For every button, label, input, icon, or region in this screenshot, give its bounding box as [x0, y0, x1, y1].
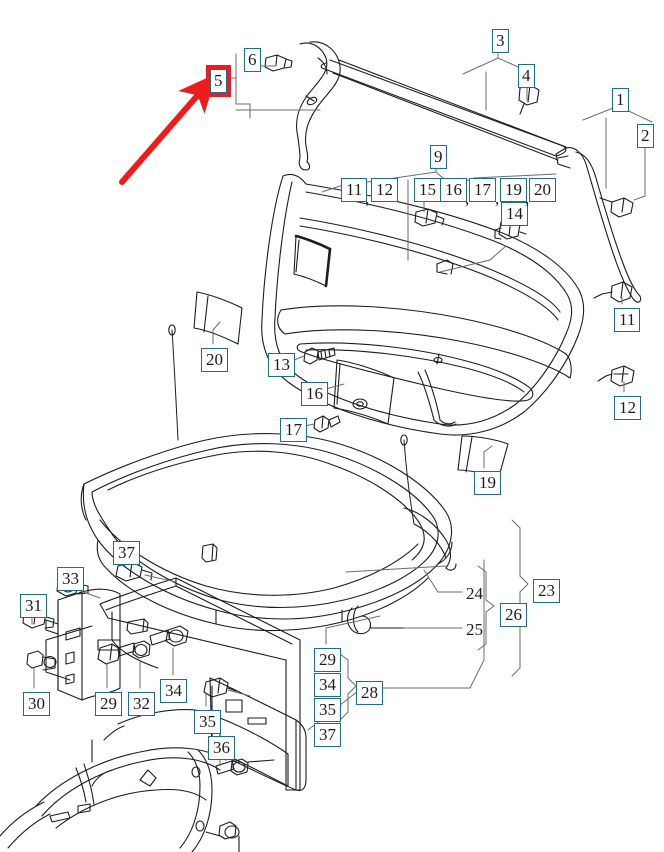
- callout-label-11[interactable]: 11: [614, 308, 641, 332]
- callout-label-17[interactable]: 17: [469, 178, 496, 202]
- callout-label-3[interactable]: 3: [492, 29, 509, 53]
- callout-label-23[interactable]: 23: [533, 579, 560, 603]
- callout-label-20[interactable]: 20: [201, 348, 228, 372]
- label-separator-0: ,: [365, 189, 370, 208]
- callout-label-36[interactable]: 36: [208, 736, 235, 760]
- callout-label-26[interactable]: 26: [500, 603, 527, 627]
- label-separator-3: ,: [525, 189, 530, 208]
- callout-label-1[interactable]: 1: [612, 88, 629, 112]
- label-separator-2: ,: [495, 189, 500, 208]
- callout-label-9[interactable]: 9: [430, 145, 447, 169]
- callout-label-35[interactable]: 35: [314, 698, 341, 722]
- callout-label-12[interactable]: 12: [371, 178, 398, 202]
- callout-label-12[interactable]: 12: [614, 396, 641, 420]
- callout-label-34[interactable]: 34: [160, 679, 187, 703]
- callout-label-24[interactable]: 24: [466, 584, 483, 603]
- callout-label-37[interactable]: 37: [314, 723, 341, 747]
- callout-label-17[interactable]: 17: [280, 418, 307, 442]
- callout-label-20[interactable]: 20: [529, 178, 556, 202]
- callout-label-19[interactable]: 19: [474, 471, 501, 495]
- callout-label-28[interactable]: 28: [356, 681, 383, 705]
- callout-label-16[interactable]: 16: [440, 178, 467, 202]
- callout-label-30[interactable]: 30: [23, 692, 50, 716]
- callout-label-25[interactable]: 25: [466, 620, 483, 639]
- callout-label-29[interactable]: 29: [314, 648, 341, 672]
- callout-label-32[interactable]: 32: [128, 692, 155, 716]
- callout-label-16[interactable]: 16: [301, 382, 328, 406]
- highlight-arrow: [119, 73, 217, 185]
- callout-label-13[interactable]: 13: [268, 353, 295, 377]
- callout-label-37[interactable]: 37: [113, 541, 140, 565]
- label-separator-1: ,: [465, 189, 470, 208]
- callout-label-2[interactable]: 2: [637, 124, 654, 148]
- callout-label-34[interactable]: 34: [314, 673, 341, 697]
- highlight-rectangle: [206, 65, 231, 97]
- callout-label-29[interactable]: 29: [95, 692, 122, 716]
- callout-label-33[interactable]: 33: [57, 567, 84, 591]
- callout-label-19[interactable]: 19: [500, 178, 527, 202]
- callout-label-6[interactable]: 6: [244, 48, 261, 72]
- callout-label-31[interactable]: 31: [20, 594, 47, 618]
- callout-label-14[interactable]: 14: [501, 202, 528, 226]
- callout-label-35[interactable]: 35: [194, 710, 221, 734]
- callout-label-4[interactable]: 4: [518, 64, 535, 88]
- callout-label-5[interactable]: 5: [210, 69, 227, 93]
- callout-label-15[interactable]: 15: [414, 178, 441, 202]
- callout-label-11[interactable]: 11: [341, 178, 368, 202]
